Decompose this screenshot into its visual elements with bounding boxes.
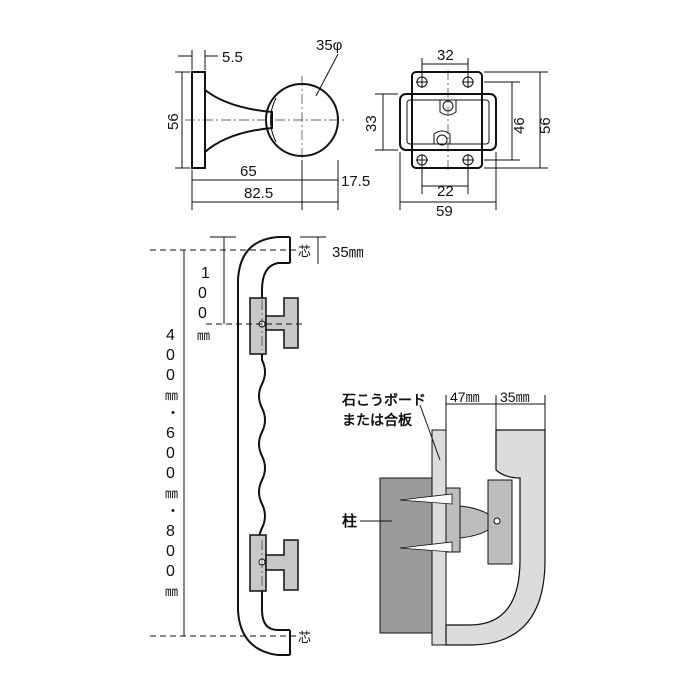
len-char: 0 (166, 445, 175, 462)
dim-100-char: 1 (201, 265, 210, 282)
length-options-column: 4 0 0 ㎜ ・ 6 0 0 ㎜ ・ 8 0 0 ㎜ (165, 327, 180, 599)
len-char: 0 (166, 367, 175, 384)
len-char: ㎜ (165, 388, 178, 403)
len-char: 0 (166, 563, 175, 580)
dim-top-width: 32 (437, 47, 454, 64)
dim-ball-diameter: 35φ (316, 37, 343, 54)
rail-cross-section (445, 429, 546, 646)
dim-inner-height: 46 (511, 117, 528, 134)
board-leader (419, 404, 441, 461)
stud-label: 柱 (342, 512, 357, 530)
len-char: 0 (166, 465, 175, 482)
dim-flange-thickness: 5.5 (222, 49, 243, 66)
screw-hole (436, 134, 448, 146)
rail-outer-edge (237, 236, 290, 656)
len-char: ・ (166, 503, 180, 519)
len-char: 4 (166, 327, 175, 344)
wall-detail: 石こうボード または合板 47㎜ 35㎜ 柱 (341, 389, 546, 646)
mount-screw (493, 517, 501, 525)
dim-wall-gap: 47㎜ (450, 389, 480, 405)
wood-screw (399, 493, 453, 505)
leader-line (315, 53, 339, 97)
lower-bracket-arm (265, 539, 299, 591)
stud-post (379, 477, 433, 634)
side-flange (191, 71, 206, 169)
len-char: 0 (166, 347, 175, 364)
dim-length-to-center: 65 (240, 163, 257, 180)
center-label-top: 芯 (298, 244, 311, 259)
dim-100-char: ㎜ (197, 328, 210, 343)
upper-bracket-arm (265, 297, 299, 349)
side-neck (204, 89, 273, 153)
dim-end-offset: 35㎜ (332, 244, 364, 261)
dim-100-char: 0 (198, 285, 207, 302)
dim-left-height: 33 (363, 115, 380, 132)
len-char: ㎜ (165, 486, 178, 501)
len-char: 6 (166, 425, 175, 442)
board-label-2: または合板 (342, 412, 413, 428)
len-char: 8 (166, 523, 175, 540)
dim-ball-radius: 17.5 (341, 173, 370, 190)
front-plate (411, 71, 483, 169)
side-view: 5.5 35φ 56 65 17.5 82.5 (165, 37, 370, 210)
dim-rail-offset: 35㎜ (500, 389, 530, 405)
front-view: 32 33 46 56 22 59 (363, 47, 554, 220)
dim-overall-length: 82.5 (244, 185, 273, 202)
rail-view: 芯 芯 35㎜ 1 0 0 ㎜ 4 0 0 ㎜ ・ 6 0 0 ㎜ ・ 8 0 … (150, 236, 364, 656)
len-char: ・ (166, 405, 180, 421)
wood-screw (399, 541, 453, 553)
dim-bottom-inner: 22 (437, 183, 454, 200)
mount-neck (459, 505, 489, 539)
dim-outer-height: 56 (537, 117, 554, 134)
board-panel (431, 429, 447, 646)
dim-side-height: 56 (165, 113, 182, 130)
slot-bottom (433, 130, 451, 144)
board-label-1: 石こうボード (341, 392, 426, 408)
center-label-bottom: 芯 (298, 630, 311, 645)
len-char: ㎜ (165, 584, 178, 599)
dim-bottom-overall: 59 (436, 203, 453, 220)
len-char: 0 (166, 543, 175, 560)
dim-100-char: 0 (198, 305, 207, 322)
